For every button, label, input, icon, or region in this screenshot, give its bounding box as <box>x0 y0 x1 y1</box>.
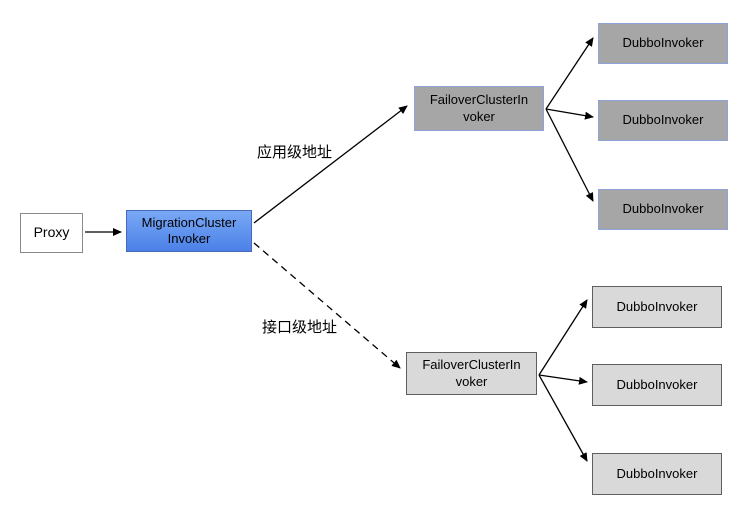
edge-label-interface-level-address: 接口级地址 <box>262 319 338 336</box>
node-dubbo-invoker-app-1: DubboInvoker <box>598 23 728 64</box>
edge-migration-to-failover-interface <box>253 242 401 369</box>
node-dubbo-invoker-app-2: DubboInvoker <box>598 100 728 141</box>
node-dubbo-invoker-interface-2: DubboInvoker <box>592 364 722 406</box>
edge-failover-if-to-dubbo-1 <box>538 299 588 376</box>
node-failover-cluster-invoker-interface: FailoverClusterIn voker <box>406 352 537 395</box>
edge-label-app-level-address: 应用级地址 <box>257 144 333 161</box>
node-dubbo-invoker-interface-1: DubboInvoker <box>592 286 722 328</box>
edge-failover-if-to-dubbo-2 <box>538 374 588 385</box>
node-dubbo-invoker-app-3: DubboInvoker <box>598 189 728 230</box>
edge-failover-app-to-dubbo-1 <box>545 37 594 110</box>
node-migration-cluster-invoker: MigrationCluster Invoker <box>126 210 252 252</box>
edge-failover-if-to-dubbo-3 <box>538 374 588 462</box>
node-dubbo-invoker-interface-3: DubboInvoker <box>592 453 722 495</box>
edge-failover-app-to-dubbo-2 <box>545 108 594 120</box>
node-failover-cluster-invoker-app: FailoverClusterIn voker <box>414 86 544 131</box>
edge-migration-to-failover-app <box>253 105 408 224</box>
edge-failover-app-to-dubbo-3 <box>545 108 594 202</box>
node-proxy: Proxy <box>20 213 83 253</box>
